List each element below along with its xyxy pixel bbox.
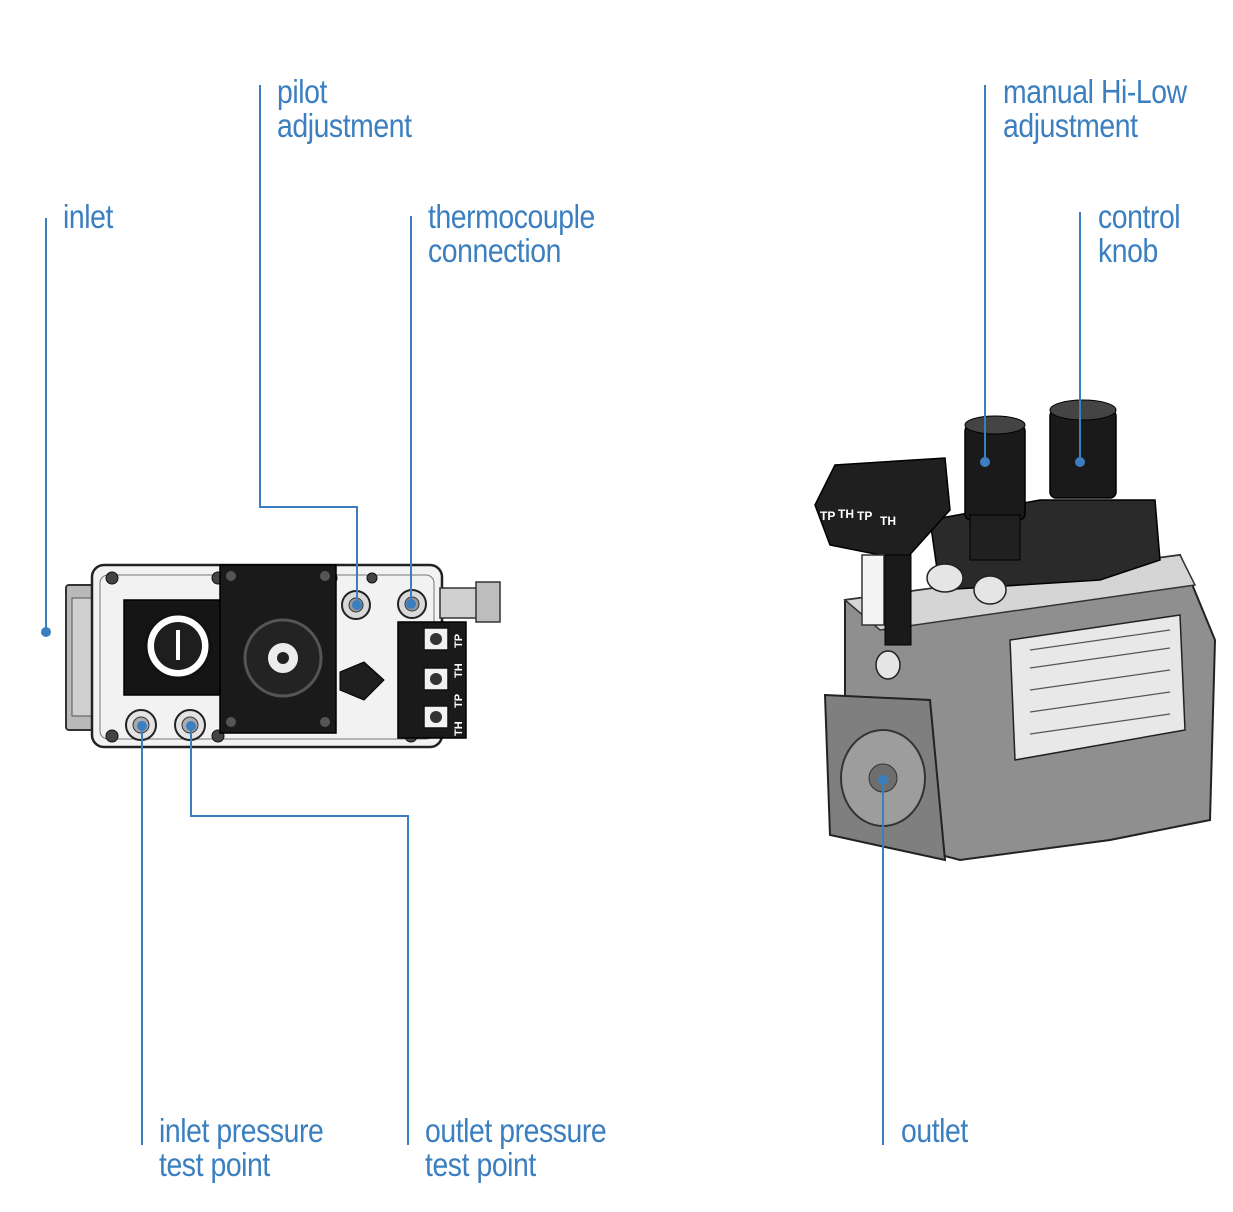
label-outlet: outlet [901, 1112, 968, 1149]
label-pilot-adjustment: pilot adjustment [277, 73, 412, 144]
terminal-mark-front-4: TH [453, 721, 465, 736]
leader-lines [45, 85, 1081, 1145]
terminal-mark-front-2: TH [453, 663, 465, 678]
control-knob [1049, 409, 1117, 499]
terminal-mark-iso-2: TH [838, 507, 854, 521]
leader-outlet-pressure [190, 726, 409, 1145]
label-outlet-pressure-test-point: outlet pressure test point [425, 1112, 607, 1183]
terminal-mark-iso-4: TH [880, 514, 896, 528]
label-thermocouple-connection: thermocouple connection [428, 198, 595, 269]
valve-iso-view: TP TH TP TH [814, 399, 1217, 862]
label-inlet-pressure-test-point: inlet pressure test point [159, 1112, 324, 1183]
label-control-knob: control knob [1098, 198, 1181, 269]
label-inlet: inlet [63, 198, 113, 235]
terminal-mark-front-1: TP [453, 634, 465, 648]
terminal-mark-iso-3: TP [857, 509, 872, 523]
terminal-block-iso [814, 457, 951, 561]
terminal-mark-iso-1: TP [820, 509, 835, 523]
leader-dots [41, 457, 1085, 785]
valve-front-view: TP TH TP TH [65, 563, 501, 749]
leader-pilot-adjustment [259, 85, 358, 605]
hi-low-knob [964, 424, 1026, 521]
label-plate [1009, 614, 1186, 761]
terminal-mark-front-3: TP [453, 694, 465, 708]
thermocouple-fitting [439, 587, 479, 619]
label-manual-hi-low-adjustment: manual Hi-Low adjustment [1003, 73, 1187, 144]
